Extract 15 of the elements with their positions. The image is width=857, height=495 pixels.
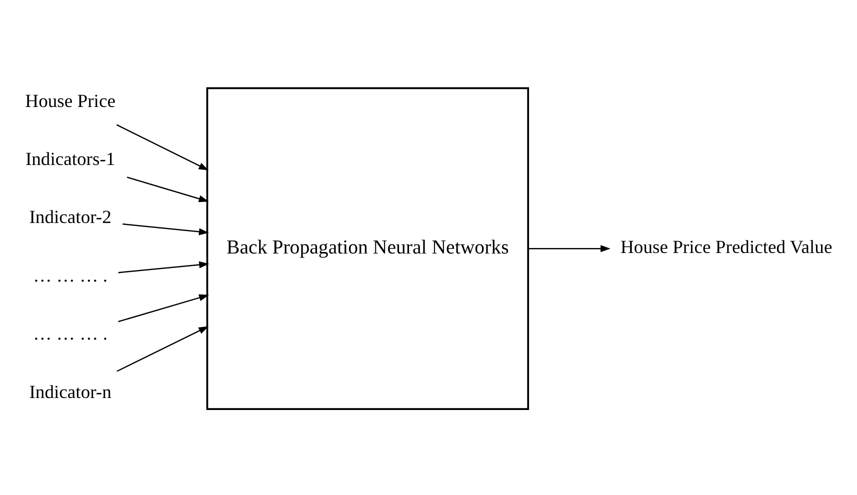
arrow [126,176,208,202]
node-text: House Price Predicted Value [620,236,832,258]
arrow [118,260,209,273]
node-text: Indicator-2 [28,206,111,228]
node-text: … … … . [32,264,107,286]
arrow [116,326,208,372]
arrow [528,244,610,252]
node-text: Indicator-n [28,381,111,402]
node-text: House Price [24,90,115,112]
arrow [116,124,208,170]
node-text: … … … . [32,323,107,344]
arrow [122,222,208,235]
node-box: Back Propagation Neural Networks [206,86,529,410]
node-text: Indicators-1 [24,148,115,170]
arrow [118,294,208,322]
